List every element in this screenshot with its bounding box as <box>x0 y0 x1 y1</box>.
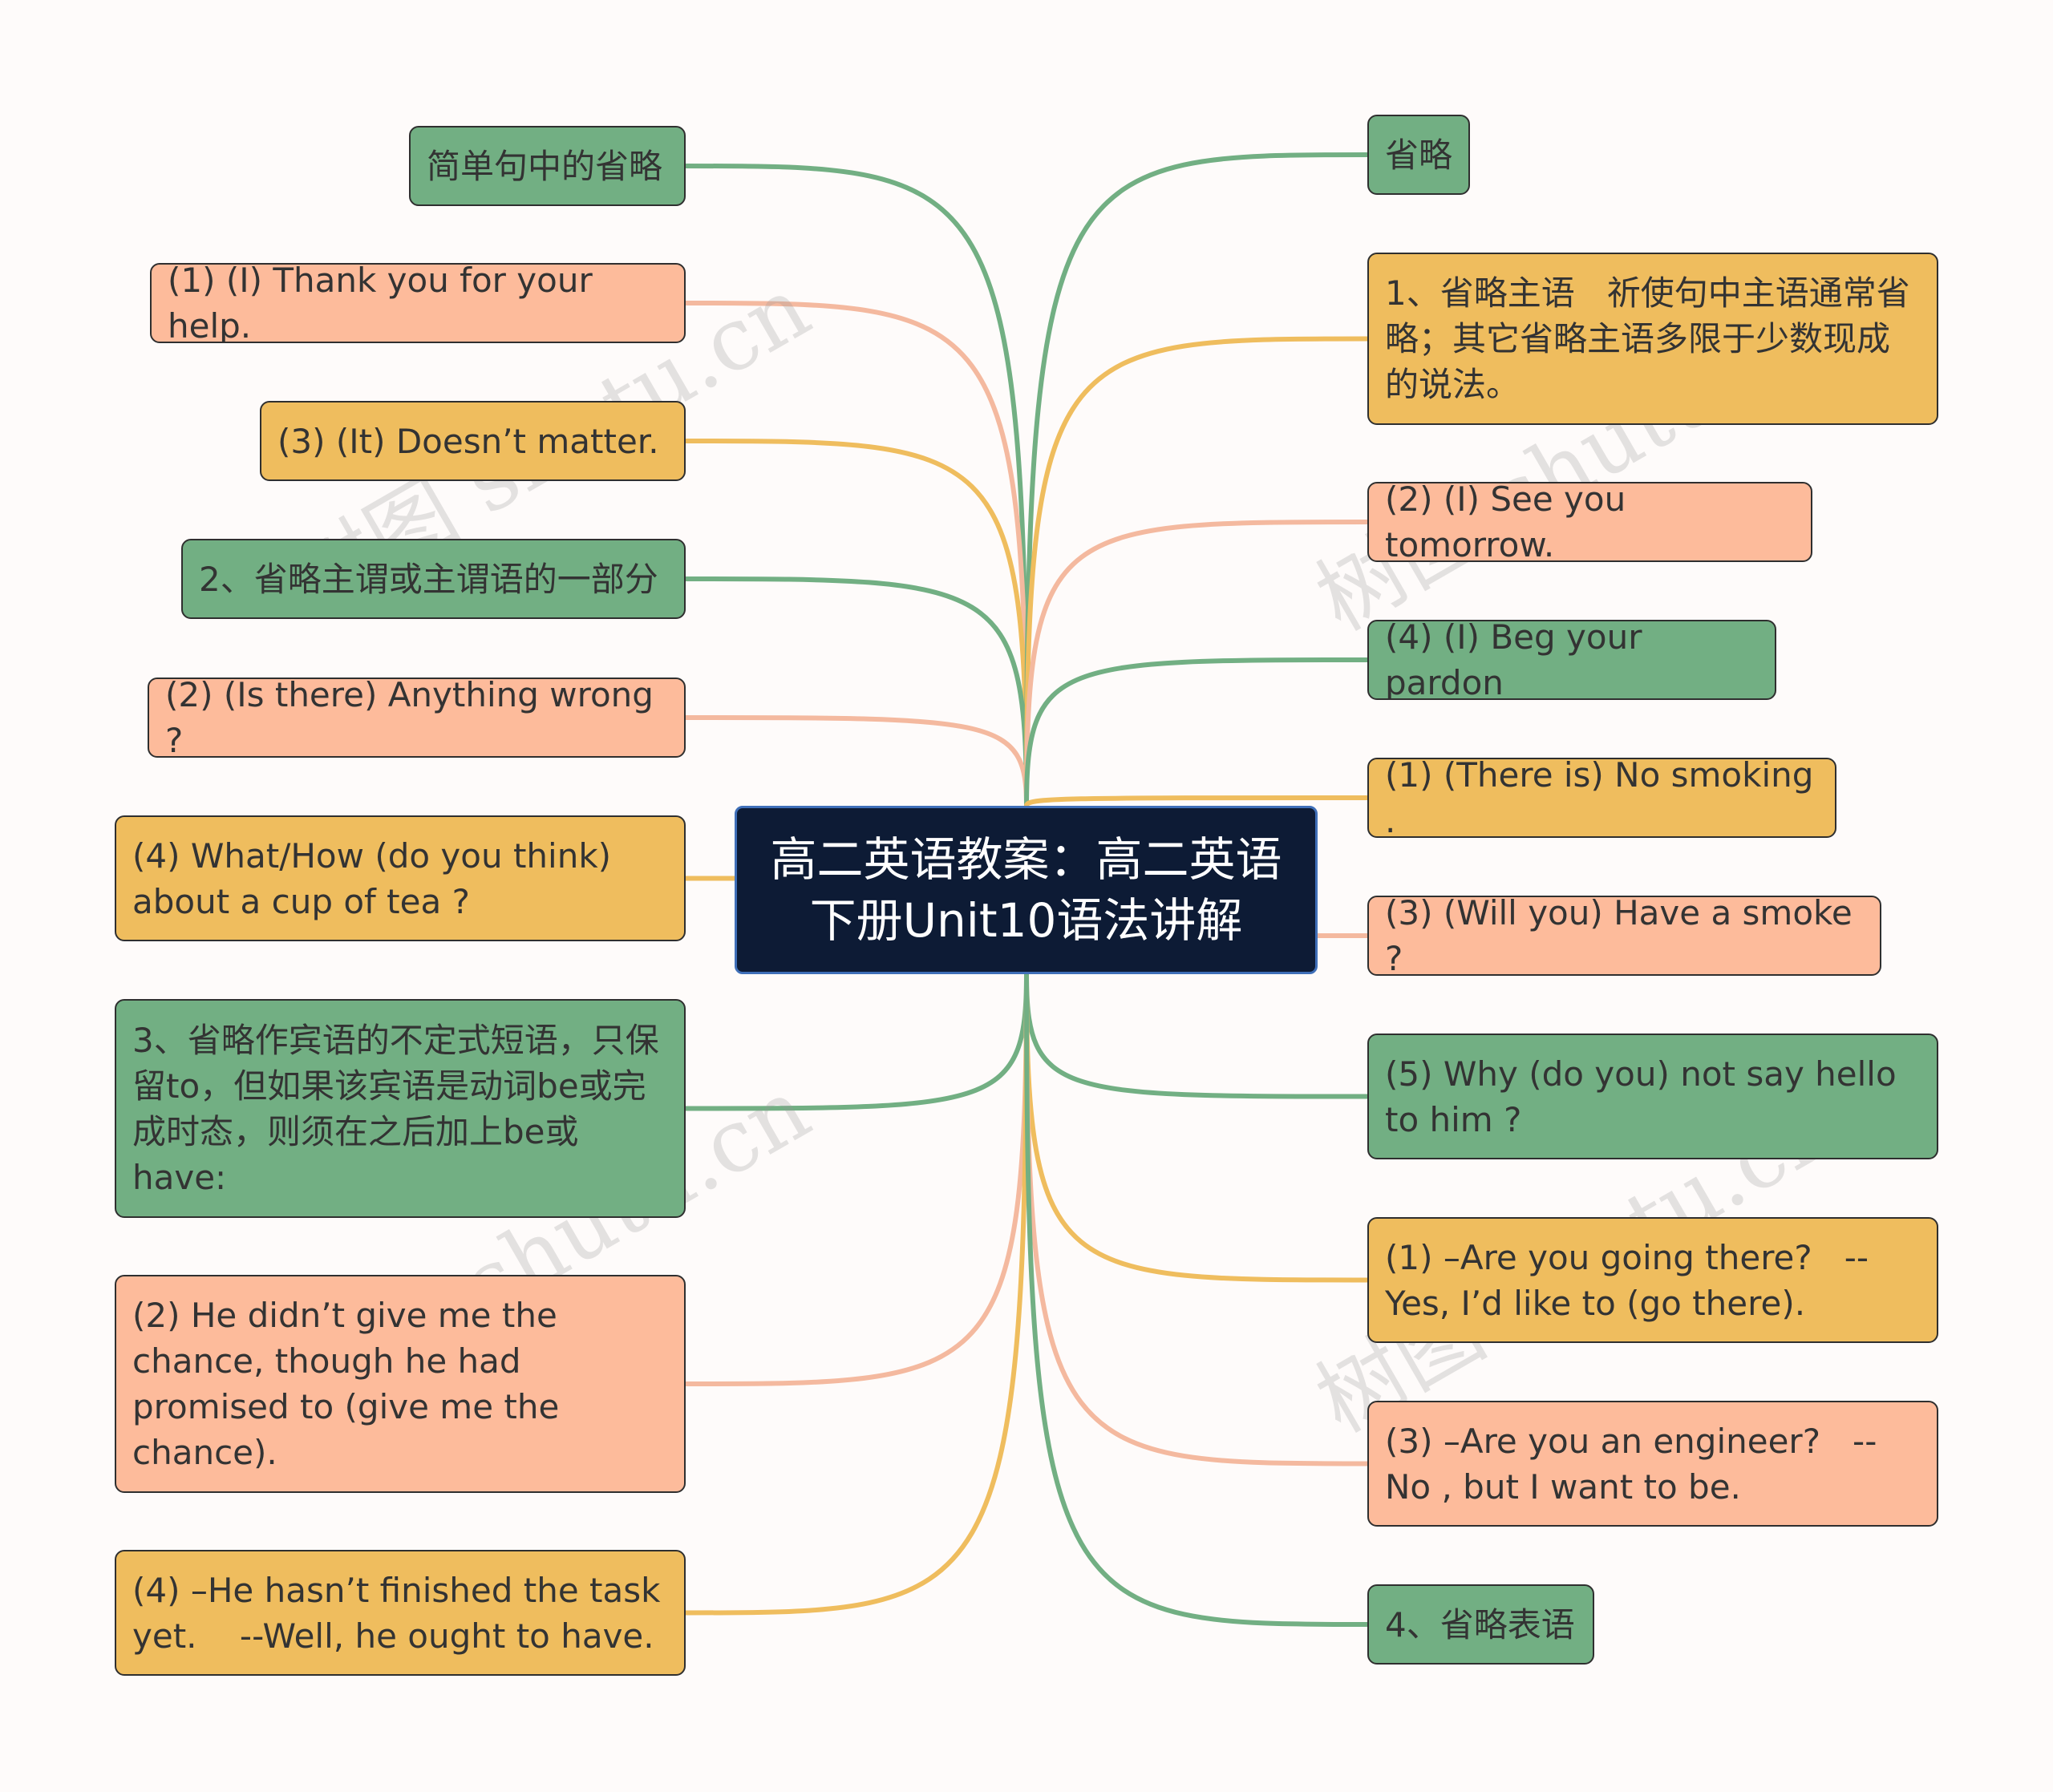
node-right-5-text: (1) (There is) No smoking . <box>1385 758 1824 838</box>
node-left-1-text: 简单句中的省略 <box>427 146 663 186</box>
node-left-7[interactable]: 3、省略作宾语的不定式短语，只保留to，但如果该宾语是动词be或完成时态，则须在… <box>115 999 686 1218</box>
node-right-1[interactable]: 省略 <box>1367 115 1470 195</box>
node-right-5[interactable]: (1) (There is) No smoking . <box>1367 758 1836 838</box>
connector-right-2 <box>1024 336 1370 808</box>
node-left-8-text: (2) He didn’t give me the chance, though… <box>132 1296 570 1472</box>
connector-left-2 <box>683 301 1029 808</box>
node-left-1[interactable]: 简单句中的省略 <box>409 126 686 206</box>
connector-right-4 <box>1024 657 1370 808</box>
connector-left-5 <box>683 715 1029 808</box>
node-right-6[interactable]: (3) (Will you) Have a smoke ? <box>1367 896 1881 976</box>
center-topic-node[interactable]: 高二英语教案：高二英语下册Unit10语法讲解 <box>735 806 1318 974</box>
node-left-2[interactable]: (1) (I) Thank you for your help. <box>150 263 686 343</box>
node-left-8[interactable]: (2) He didn’t give me the chance, though… <box>115 1275 686 1493</box>
node-right-2[interactable]: 1、省略主语 祈使句中主语通常省略；其它省略主语多限于少数现成的说法。 <box>1367 253 1938 425</box>
node-left-3[interactable]: (3) (It) Doesn’t matter. <box>260 401 686 481</box>
connector-right-8 <box>1024 972 1370 1283</box>
connector-left-8 <box>683 972 1029 1386</box>
node-right-6-text: (3) (Will you) Have a smoke ? <box>1385 896 1864 976</box>
node-left-6[interactable]: (4) What/How (do you think) about a cup … <box>115 815 686 941</box>
node-left-6-text: (4) What/How (do you think) about a cup … <box>132 835 622 921</box>
connector-left-4 <box>683 576 1029 808</box>
connector-right-9 <box>1024 972 1370 1466</box>
connector-right-3 <box>1024 520 1370 808</box>
connector-right-7 <box>1024 972 1370 1099</box>
node-right-8[interactable]: (1) –Are you going there? --Yes, I’d lik… <box>1367 1217 1938 1343</box>
connector-left-3 <box>683 439 1029 808</box>
node-left-5-text: (2) (Is there) Anything wrong ? <box>165 678 665 758</box>
node-left-5[interactable]: (2) (Is there) Anything wrong ? <box>148 678 686 758</box>
node-right-4[interactable]: (4) (I) Beg your pardon <box>1367 620 1776 700</box>
node-right-9-text: (3) –Are you an engineer? --No , but I w… <box>1385 1421 1877 1507</box>
connector-right-10 <box>1024 972 1370 1627</box>
node-right-8-text: (1) –Are you going there? --Yes, I’d lik… <box>1385 1237 1869 1323</box>
node-right-10-text: 4、省略表语 <box>1385 1604 1575 1644</box>
connector-right-1 <box>1024 152 1370 808</box>
connector-left-1 <box>683 164 1029 808</box>
node-right-7[interactable]: (5) Why (do you) not say hello to him ? <box>1367 1034 1938 1159</box>
node-right-4-text: (4) (I) Beg your pardon <box>1385 620 1653 700</box>
node-left-7-text: 3、省略作宾语的不定式短语，只保留to，但如果该宾语是动词be或完成时态，则须在… <box>132 1020 659 1197</box>
node-left-4-text: 2、省略主谓或主谓语的一部分 <box>199 559 658 599</box>
connector-right-5 <box>1024 795 1370 808</box>
connector-left-7 <box>683 972 1029 1111</box>
connector-left-9 <box>683 972 1029 1616</box>
node-right-3[interactable]: (2) (I) See you tomorrow. <box>1367 482 1812 562</box>
node-right-10[interactable]: 4、省略表语 <box>1367 1584 1594 1665</box>
node-left-4[interactable]: 2、省略主谓或主谓语的一部分 <box>181 539 686 619</box>
node-left-2-text: (1) (I) Thank you for your help. <box>168 263 604 343</box>
node-left-9-text: (4) –He hasn’t finished the task yet. --… <box>132 1570 671 1656</box>
node-right-2-text: 1、省略主语 祈使句中主语通常省略；其它省略主语多限于少数现成的说法。 <box>1385 273 1910 404</box>
node-right-3-text: (2) (I) See you tomorrow. <box>1385 482 1637 562</box>
node-right-7-text: (5) Why (do you) not say hello to him ? <box>1385 1054 1908 1139</box>
center-topic-title: 高二英语教案：高二英语下册Unit10语法讲解 <box>770 832 1282 948</box>
node-right-1-text: 省略 <box>1385 135 1453 175</box>
node-right-9[interactable]: (3) –Are you an engineer? --No , but I w… <box>1367 1401 1938 1527</box>
node-left-9[interactable]: (4) –He hasn’t finished the task yet. --… <box>115 1550 686 1676</box>
node-left-3-text: (3) (It) Doesn’t matter. <box>277 421 659 461</box>
